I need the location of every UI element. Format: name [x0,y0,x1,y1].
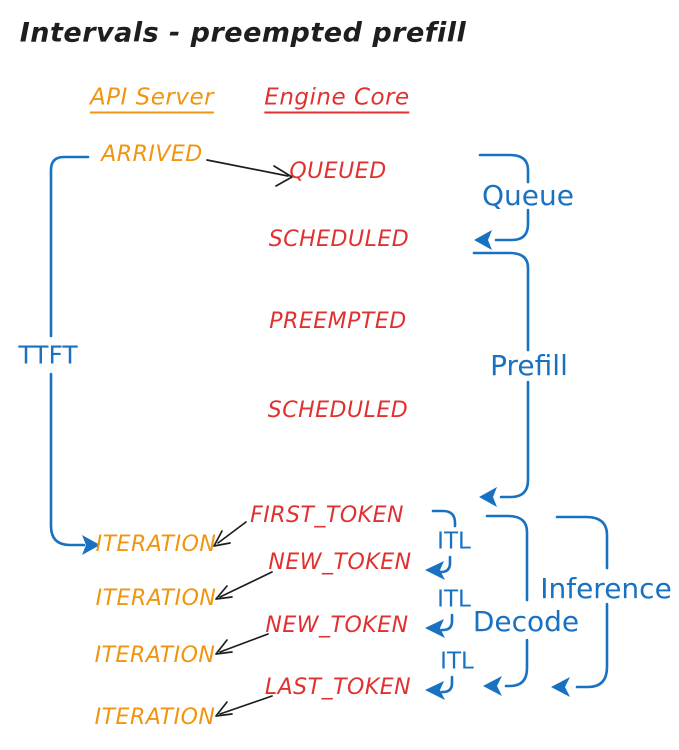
open-arrowhead-icon [215,639,233,655]
last-token-to-iteration-arrow [215,695,273,717]
left-arrowhead-icon [479,487,497,507]
open-arrowhead-icon [273,165,293,187]
new-token-1-to-iteration-arrow [215,571,273,600]
interval-label-itl-1: ITL [437,528,471,555]
interval-label-queue: Queue [482,179,574,212]
itl-bracket-3 [425,675,454,700]
event-iteration-3: ITERATION [94,643,216,668]
event-new-token-1: NEW_TOKEN [268,550,412,575]
event-iteration-1: ITERATION [95,532,217,557]
event-scheduled-2: SCHEDULED [267,398,409,423]
queue-bracket [474,153,530,250]
column-header-api-server: API Server [89,86,215,114]
event-first-token: FIRST_TOKEN [250,503,404,528]
event-new-token-2: NEW_TOKEN [265,613,409,638]
left-arrowhead-icon [474,230,492,250]
prefill-bracket [472,251,530,507]
event-iteration-4: ITERATION [94,705,216,730]
first-token-to-iteration-arrow [213,521,247,547]
right-arrowhead-icon [82,535,100,555]
left-arrowhead-icon [425,619,445,638]
itl-bracket-2 [425,613,454,638]
event-last-token: LAST_TOKEN [264,675,412,700]
inference-bracket [551,515,609,697]
interval-label-prefill: Prefill [490,349,568,382]
interval-label-itl-2: ITL [437,586,471,613]
event-iteration-2: ITERATION [95,586,217,611]
open-arrowhead-icon [215,701,233,717]
arrived-to-queued-arrow [206,159,293,187]
open-arrowhead-icon [215,585,233,600]
decode-bracket [483,514,529,696]
interval-label-decode: Decode [472,605,580,638]
new-token-2-to-iteration-arrow [215,633,269,655]
left-arrowhead-icon [551,677,570,697]
left-arrowhead-icon [425,561,445,580]
ttft-bracket [49,155,100,555]
left-arrowhead-icon [483,676,502,696]
event-scheduled-1: SCHEDULED [268,227,410,252]
diagram-title: Intervals - preempted prefill [19,17,467,49]
itl-bracket-1 [425,509,457,580]
interval-label-ttft: TTFT [18,340,78,370]
interval-label-inference: Inference [540,572,672,605]
event-queued: QUEUED [289,159,387,184]
column-header-engine-core: Engine Core [264,86,410,114]
interval-label-itl-3: ITL [440,648,474,675]
open-arrowhead-icon [213,530,231,547]
event-arrived: ARRIVED [101,142,203,167]
event-preempted: PREEMPTED [269,309,407,334]
left-arrowhead-icon [425,681,445,700]
